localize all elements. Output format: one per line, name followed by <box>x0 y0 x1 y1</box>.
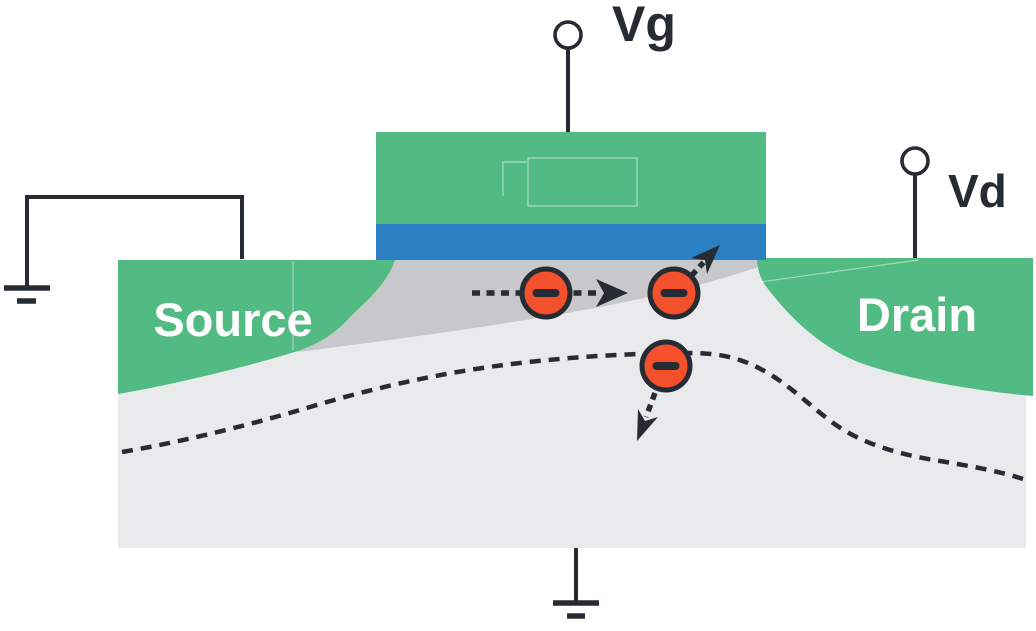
drain-terminal: Vd <box>900 146 1007 258</box>
source-ground-connection <box>4 195 244 304</box>
source-region: Source <box>118 260 395 394</box>
drain-diffusion-shape <box>757 258 1033 396</box>
gate-terminal: Vg <box>553 0 676 132</box>
arrowhead-up-right-icon <box>691 245 720 274</box>
substrate-ground-connection <box>553 548 599 619</box>
gate-inner-outline-rect <box>527 157 638 207</box>
ground-symbol-icon <box>553 600 599 619</box>
source-label: Source <box>153 293 312 346</box>
dashed-motion-arrow-icon <box>689 260 707 277</box>
drain-seam-line <box>759 259 919 283</box>
electron-2 <box>647 266 701 320</box>
electron-3 <box>639 339 693 393</box>
source-diffusion-shape <box>118 260 395 394</box>
gate-inner-outline-bracket <box>502 161 527 196</box>
source-wire <box>25 195 244 287</box>
arrowhead-right-icon <box>596 279 628 307</box>
electron-minus-icon <box>532 289 560 297</box>
arrowhead-down-left-icon <box>637 409 658 441</box>
electron-minus-icon <box>652 362 680 370</box>
open-circle-terminal-icon <box>553 20 583 50</box>
gate-electrode <box>376 132 766 224</box>
dashed-motion-arrow-icon <box>643 392 658 418</box>
drain-region: Drain <box>757 258 1033 396</box>
depletion-boundary-curve <box>121 350 1024 482</box>
drain-label: Drain <box>857 288 977 341</box>
electron-minus-icon <box>660 289 688 297</box>
gate-voltage-label: Vg <box>612 0 676 52</box>
drain-voltage-label: Vd <box>948 165 1007 217</box>
electron-1 <box>519 266 573 320</box>
open-circle-terminal-icon <box>900 146 930 176</box>
gate-stack <box>376 132 766 260</box>
ground-symbol-icon <box>4 285 50 304</box>
